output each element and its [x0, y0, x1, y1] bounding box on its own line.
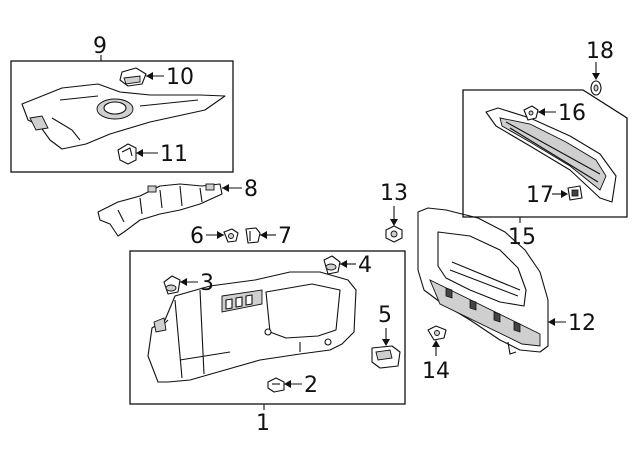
callout-11: 11 [160, 142, 188, 167]
callout-16: 16 [558, 101, 586, 126]
arrow-12 [548, 318, 566, 326]
clip-13 [385, 225, 403, 243]
pin-2 [267, 377, 285, 393]
arrow-6 [206, 231, 224, 239]
callout-5: 5 [378, 303, 392, 328]
callout-10: 10 [166, 65, 194, 90]
arrow-8 [222, 184, 242, 192]
callout-18: 18 [586, 39, 614, 64]
arrow-3 [180, 278, 198, 286]
arrow-13 [390, 206, 398, 226]
callout-8: 8 [244, 177, 258, 202]
bracket-8 [97, 183, 223, 237]
arrow-5 [382, 328, 390, 346]
arrow-14 [432, 340, 440, 356]
group-9-frame [10, 55, 234, 173]
quarter-trim-panel [147, 271, 357, 383]
arrow-18 [592, 62, 600, 80]
clip-10 [119, 67, 147, 87]
callout-3: 3 [200, 271, 214, 296]
clip-17 [567, 185, 583, 201]
arrow-17 [552, 190, 568, 198]
callout-2: 2 [304, 373, 318, 398]
callout-14: 14 [422, 359, 450, 384]
arrow-11 [136, 149, 158, 157]
callout-1: 1 [256, 411, 270, 436]
upper-trim-panel [21, 83, 226, 150]
callout-17: 17 [526, 183, 554, 208]
callout-7: 7 [278, 224, 292, 249]
callout-9: 9 [93, 34, 107, 59]
arrow-10 [146, 72, 164, 80]
clip-11 [117, 143, 137, 165]
arrow-7 [260, 231, 276, 239]
callout-12: 12 [568, 311, 596, 336]
clip-7 [245, 227, 261, 244]
clip-14 [427, 325, 447, 341]
arrow-16 [538, 108, 556, 116]
callout-13: 13 [380, 181, 408, 206]
arrow-4 [340, 260, 356, 268]
clip-5 [371, 345, 401, 369]
group-15-frame [462, 89, 628, 223]
callout-6: 6 [190, 224, 204, 249]
group-1-frame [129, 250, 406, 410]
clip-16 [523, 105, 539, 121]
scuff-plate [485, 107, 617, 203]
clip-4 [323, 255, 341, 275]
tailgate-trim-panel [417, 207, 549, 355]
arrow-2 [284, 380, 302, 388]
clip-6 [223, 228, 239, 243]
clip-3 [163, 275, 181, 295]
callout-15: 15 [508, 225, 536, 250]
callout-4: 4 [358, 253, 372, 278]
washer-18 [590, 80, 602, 96]
